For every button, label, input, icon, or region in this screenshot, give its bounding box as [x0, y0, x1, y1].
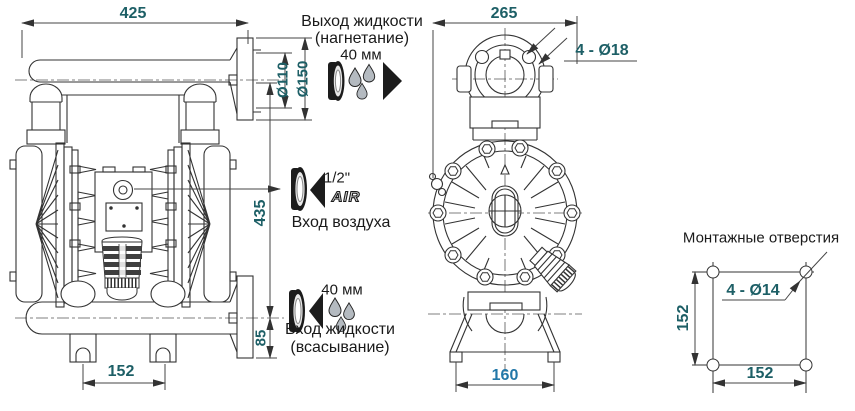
air-inlet-icon	[291, 167, 325, 211]
arrow-right-icon	[383, 62, 402, 100]
suction-size: 40 мм	[321, 281, 363, 299]
front-view-drawing	[9, 19, 312, 390]
air-caption: Вход воздуха	[291, 214, 391, 231]
discharge-title: Выход жидкости	[301, 13, 423, 30]
air-size: 1/2"	[323, 169, 351, 187]
side-view-drawing	[428, 16, 637, 392]
mounting-holes-label: 4 - Ø14	[726, 282, 780, 299]
discharge-subtitle: (нагнетание)	[314, 30, 410, 47]
muffler-side	[529, 246, 577, 293]
dim-suction-height: 85	[252, 329, 270, 347]
dim-mounting-vertical: 152	[675, 304, 692, 332]
flange-holes-label: 4 - Ø18	[575, 42, 629, 59]
arrow-left-icon	[310, 172, 325, 208]
dim-front-height: 435	[252, 199, 269, 227]
suction-title: Вход жидкости	[285, 321, 395, 338]
suction-subtitle: (всасывание)	[290, 339, 390, 356]
suction-flow-icon	[289, 289, 355, 333]
mounting-holes-drawing	[691, 251, 828, 393]
dim-base-width: 160	[491, 367, 519, 384]
dim-flange-outer: Ø150	[294, 60, 312, 98]
discharge-size: 40 мм	[340, 46, 382, 64]
muffler-front	[101, 236, 143, 301]
dim-flange-inner: Ø110	[274, 62, 292, 98]
arrow-left-icon	[309, 293, 323, 329]
dim-feet-spacing: 152	[107, 363, 135, 380]
air-label: AIR	[331, 188, 361, 206]
dim-front-width: 425	[119, 5, 147, 22]
mounting-title: Монтажные отверстия	[682, 229, 840, 247]
droplets-icon	[348, 63, 376, 100]
dim-mounting-horizontal: 152	[746, 365, 774, 382]
dim-side-width: 265	[490, 5, 518, 22]
discharge-flow-icon	[328, 61, 402, 101]
